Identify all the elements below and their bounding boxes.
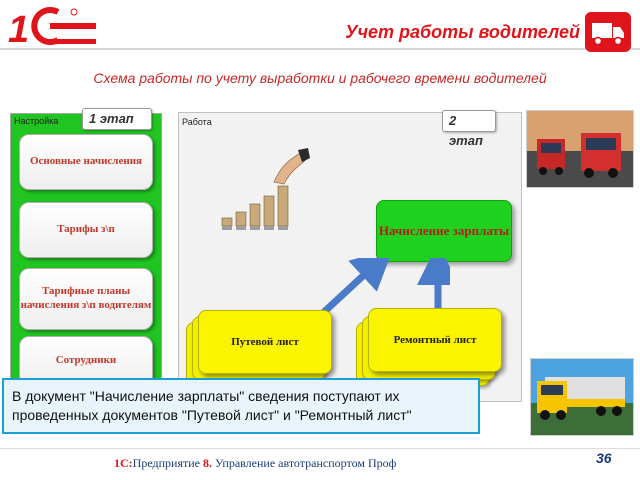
footer-version: 8. <box>202 456 212 470</box>
employees-button[interactable]: Сотрудники <box>19 336 153 386</box>
page-number: 36 <box>596 450 612 466</box>
repair-doc[interactable]: Ремонтный лист <box>368 308 502 372</box>
stage-2-badge: 2 этап <box>442 110 496 148</box>
flow-arrows <box>321 258 450 314</box>
header-divider <box>0 48 640 50</box>
footer-product-name: Предприятие <box>132 456 203 470</box>
yellow-truck-photo <box>530 358 634 436</box>
truck-icon <box>585 12 631 52</box>
work-panel-title: Работа <box>182 117 212 127</box>
basic-accruals-button[interactable]: Основные начисления <box>19 134 153 190</box>
page-title: Учет работы водителей <box>345 22 580 42</box>
trucks-photo <box>526 110 634 188</box>
salary-rates-button[interactable]: Тарифы з\п <box>19 202 153 258</box>
waybill-doc[interactable]: Путевой лист <box>198 310 332 374</box>
stage-1-badge: 1 этап <box>82 108 152 130</box>
1c-logo: 1 <box>8 7 96 48</box>
footer-prefix: 1С: <box>114 456 133 470</box>
driver-tariff-plans-button[interactable]: Тарифные планы начисления з\п водителям <box>19 268 153 330</box>
scheme-subtitle: Схема работы по учету выработки и рабоче… <box>93 70 547 86</box>
coins-icon <box>221 148 310 230</box>
explanation-callout: В документ "Начисление зарплаты" сведени… <box>2 378 480 434</box>
footer-product: 1С:Предприятие 8. Управление автотранспо… <box>114 456 396 471</box>
footer-divider <box>0 448 640 449</box>
footer-product-rest: Управление автотранспортом Проф <box>211 456 397 470</box>
settings-panel-title: Настройка <box>14 116 59 126</box>
payroll-node[interactable]: Начисление зарплаты <box>376 200 512 262</box>
svg-text:1: 1 <box>8 9 29 48</box>
